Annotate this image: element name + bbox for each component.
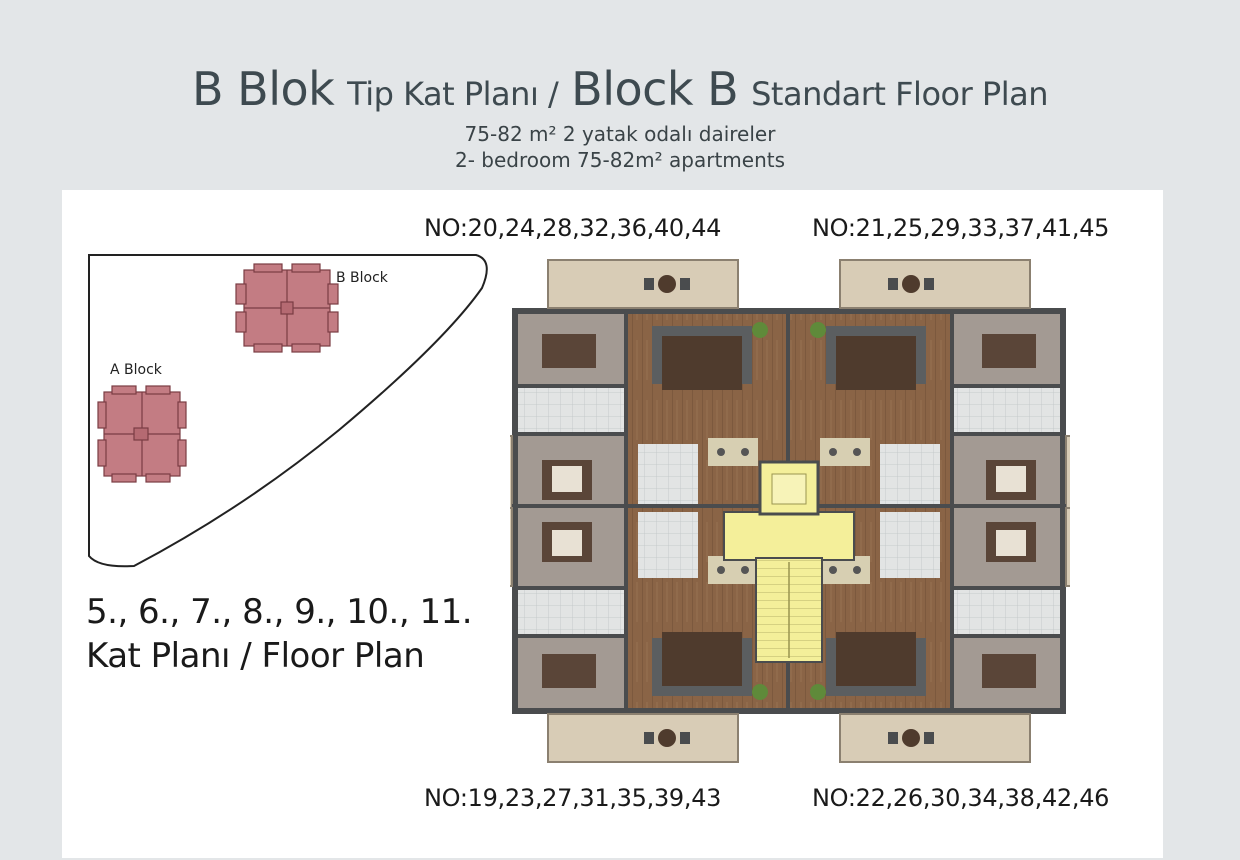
title-b-blok: B Blok bbox=[192, 62, 335, 116]
plan-panel: NO:20,24,28,32,36,40,44 NO:21,25,29,33,3… bbox=[62, 190, 1163, 858]
apartment-numbers-bottom-left: NO:19,23,27,31,35,39,43 bbox=[424, 784, 722, 812]
apartment-numbers-top-right: NO:21,25,29,33,37,41,45 bbox=[812, 214, 1110, 242]
apartment-numbers-top-left: NO:20,24,28,32,36,40,44 bbox=[424, 214, 722, 242]
subtitle-turkish: 75-82 m² 2 yatak odalı daireler bbox=[464, 122, 776, 146]
a-block-label: A Block bbox=[110, 362, 163, 378]
apartment-numbers-bottom-right: NO:22,26,30,34,38,42,46 bbox=[812, 784, 1110, 812]
floor-plan-drawing bbox=[510, 259, 1070, 763]
floor-plan-label: Kat Planı / Floor Plan bbox=[86, 636, 425, 676]
page-header: B Blok Tip Kat Planı / Block B Standart … bbox=[0, 62, 1240, 173]
apartment-top-left bbox=[510, 259, 793, 519]
b-block-footprint bbox=[235, 263, 339, 353]
a-block-footprint bbox=[97, 385, 187, 483]
subtitle-english: 2- bedroom 75-82m² apartments bbox=[454, 148, 786, 172]
apartment-top-right bbox=[785, 259, 1070, 519]
b-block-label: B Block bbox=[336, 270, 389, 286]
floor-numbers: 5., 6., 7., 8., 9., 10., 11. bbox=[86, 592, 473, 632]
title-block-b: Block B bbox=[571, 62, 739, 116]
title-tip-kat: Tip Kat Planı / bbox=[347, 75, 559, 113]
site-plan: B Block A Block bbox=[88, 254, 488, 568]
site-boundary bbox=[88, 254, 488, 568]
floor-list: 5., 6., 7., 8., 9., 10., 11. Kat Planı /… bbox=[86, 590, 473, 678]
circulation-core bbox=[723, 460, 855, 663]
title-standart: Standart Floor Plan bbox=[751, 75, 1048, 113]
page-title: B Blok Tip Kat Planı / Block B Standart … bbox=[0, 62, 1240, 121]
